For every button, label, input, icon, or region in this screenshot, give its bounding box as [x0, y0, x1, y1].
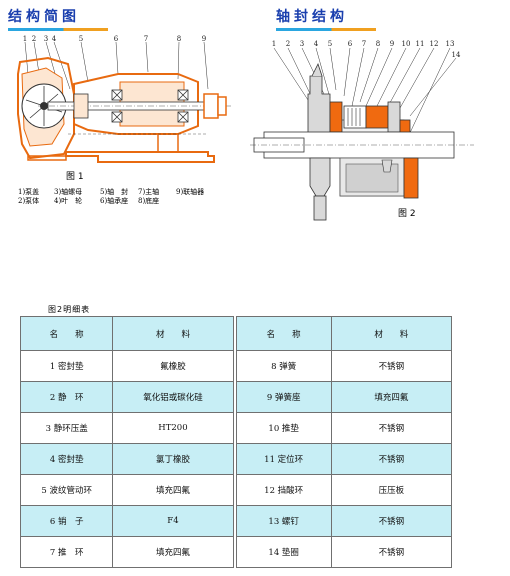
- part-name-cell: 3 静环压盖: [19, 412, 114, 445]
- callout-number: 11: [416, 40, 425, 48]
- material-cell: 不锈钢: [330, 350, 453, 383]
- spring-seat: [387, 101, 401, 133]
- part-name-cell: 11 定位环: [235, 443, 332, 476]
- left-heading-underline: [8, 28, 108, 31]
- material-cell: 填充四氟: [112, 474, 234, 507]
- header-material: 材 料: [330, 315, 453, 352]
- part-name-cell: 7 推 环: [19, 535, 114, 569]
- callout-number: 6: [348, 40, 353, 48]
- legend-item: 9)联轴器: [176, 188, 205, 196]
- material-cell: F4: [112, 505, 234, 537]
- callout-number: 8: [177, 35, 181, 43]
- material-cell: 氧化铝或碳化硅: [112, 381, 234, 414]
- part-name-cell: 12 挡酸环: [235, 474, 332, 507]
- material-cell: 氯丁橡胶: [112, 443, 234, 476]
- callout-number: 6: [114, 35, 119, 43]
- table-header-row: 名 称 材 料 名 称 材 料: [19, 315, 453, 352]
- part-name-cell: 10 推垫: [235, 412, 332, 445]
- material-cell: 不锈钢: [330, 412, 453, 445]
- legend-row: 2)泵体 4)叶 轮 6)轴承座 8)底座: [18, 197, 224, 206]
- table-title: 图2明细表: [48, 305, 91, 314]
- material-cell: 不锈钢: [330, 535, 453, 569]
- header-name: 名 称: [235, 315, 332, 352]
- callout-number: 1: [23, 35, 27, 43]
- legend-item: 3)轴螺母: [54, 188, 83, 196]
- legend-item: 5)轴 封: [100, 188, 129, 196]
- legend-item: 8)底座: [138, 197, 160, 205]
- material-cell: 氟橡胶: [112, 350, 234, 383]
- material-cell: 压压板: [330, 474, 453, 507]
- callout-number: 10: [402, 40, 411, 48]
- shaft-seal: [73, 93, 89, 119]
- figure2-caption: 图 2: [398, 209, 416, 219]
- left-heading: 结构简图: [8, 9, 80, 25]
- callout-number: 7: [362, 40, 366, 48]
- callout-number: 2: [286, 40, 290, 48]
- callout-number: 3: [300, 40, 304, 48]
- push-ring: [365, 105, 389, 129]
- part-name-cell: 13 螺钉: [235, 505, 332, 537]
- legend-item: 7)主轴: [138, 188, 160, 196]
- coupling: [203, 93, 219, 119]
- part-name-cell: 9 弹簧座: [235, 381, 332, 414]
- pump-casing: [17, 56, 75, 160]
- callout-number: 13: [446, 40, 455, 48]
- gland-bolt: [307, 75, 331, 135]
- header-material: 材 料: [112, 315, 234, 352]
- part-name-cell: 4 密封垫: [19, 443, 114, 476]
- figure1-caption: 图 1: [66, 172, 84, 182]
- callout-number: 1: [272, 40, 276, 48]
- callout-number: 5: [79, 35, 83, 43]
- callout-number: 3: [44, 35, 48, 43]
- part-name-cell: 2 静 环: [19, 381, 114, 414]
- callout-number: 7: [144, 35, 148, 43]
- material-cell: 不锈钢: [330, 505, 453, 537]
- legend-item: 4)叶 轮: [54, 197, 83, 205]
- callout-number: 2: [32, 35, 36, 43]
- header-name: 名 称: [19, 315, 114, 352]
- stationary-ring: [329, 101, 343, 133]
- material-cell: 填充四氟: [330, 381, 453, 414]
- callout-number: 4: [314, 40, 319, 48]
- base-outline: [65, 151, 215, 163]
- material-cell: 填充四氟: [112, 535, 234, 569]
- callout-number: 4: [52, 35, 57, 43]
- legend-item: 2)泵体: [18, 197, 40, 205]
- legend-row: 1)泵盖 3)轴螺母 5)轴 封 7)主轴 9)联轴器: [18, 188, 224, 197]
- legend-item: 6)轴承座: [100, 197, 129, 205]
- callout-number: 8: [376, 40, 380, 48]
- right-heading: 轴封结构: [276, 9, 348, 25]
- bearing-housing: [73, 73, 199, 135]
- part-name-cell: 5 波纹管动环: [19, 474, 114, 507]
- callout-number: 9: [390, 40, 394, 48]
- part-name-cell: 6 销 子: [19, 505, 114, 537]
- part-name-cell: 1 密封垫: [19, 350, 114, 383]
- callout-number: 14: [452, 51, 461, 59]
- material-cell: 不锈钢: [330, 443, 453, 476]
- callout-number: 12: [430, 40, 439, 48]
- figure1-legend: 1)泵盖 3)轴螺母 5)轴 封 7)主轴 9)联轴器 2)泵体 4)叶 轮 6)轴承座 8)…: [18, 188, 224, 206]
- part-name-cell: 14 垫圈: [235, 535, 332, 569]
- part-name-cell: 8 弹簧: [235, 350, 332, 383]
- callout-number: 9: [202, 35, 206, 43]
- legend-item: 1)泵盖: [18, 188, 40, 196]
- material-cell: HT200: [112, 412, 234, 445]
- right-heading-underline: [276, 28, 376, 31]
- callout-number: 5: [328, 40, 332, 48]
- bellows-ring: [343, 105, 367, 129]
